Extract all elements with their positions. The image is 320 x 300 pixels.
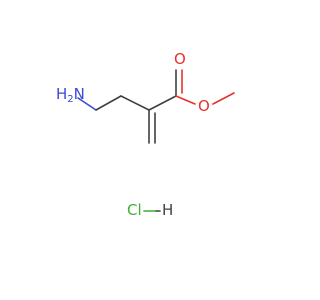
amine-h-text: H xyxy=(56,85,68,103)
amine-subscript: 2 xyxy=(67,94,74,105)
carbonyl-oxygen-label: O xyxy=(174,50,186,68)
structure-diagram: H2N O O Cl H xyxy=(56,50,235,219)
amine-label: H2N xyxy=(56,87,85,107)
bond-c1-c2 xyxy=(95,95,122,111)
hydrogen-label: H xyxy=(162,201,174,219)
bond-n-c xyxy=(77,97,97,111)
ester-oxygen-label: O xyxy=(198,97,210,115)
bond-ester-o xyxy=(175,95,196,105)
chlorine-label: Cl xyxy=(127,201,142,219)
bond-o-methyl xyxy=(212,92,235,105)
bond-c2-c3 xyxy=(120,95,150,111)
bond-c3-c4 xyxy=(148,95,177,111)
bond-layer xyxy=(77,69,235,212)
amine-n-text: N xyxy=(73,85,85,103)
